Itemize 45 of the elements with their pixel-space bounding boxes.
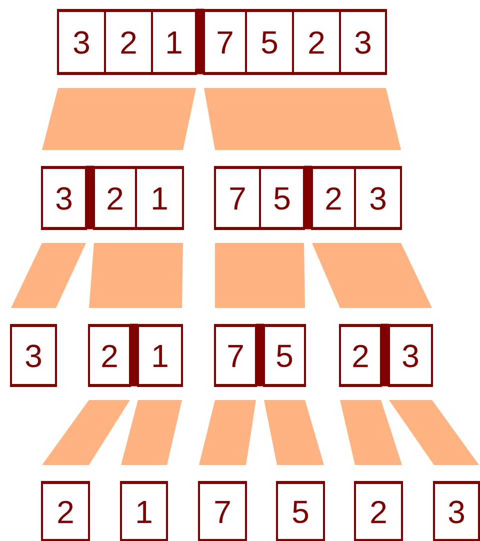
split-band: [42, 88, 196, 150]
number-cell: 2: [311, 167, 356, 230]
split-band: [389, 400, 479, 465]
number-cell: 2: [339, 325, 382, 387]
split-band: [199, 400, 256, 465]
number-cell: 5: [259, 167, 305, 230]
number-cell: 3: [354, 167, 402, 230]
split-band: [340, 400, 402, 465]
number-cell: 5: [276, 482, 325, 541]
array-box: [214, 324, 306, 386]
number-cell: 2: [41, 482, 90, 541]
number-cell: 2: [354, 482, 403, 541]
number-cell: 1: [135, 167, 184, 230]
number-cell: 1: [151, 10, 197, 75]
split-band: [89, 243, 183, 308]
number-cell: 7: [214, 325, 257, 387]
number-cell: 7: [198, 482, 247, 541]
split-band: [11, 243, 86, 308]
number-cell: 2: [292, 10, 341, 75]
number-cell: 3: [57, 10, 106, 75]
split-band: [204, 88, 401, 150]
number-cell: 7: [203, 10, 247, 75]
number-cell: 2: [88, 325, 131, 387]
array-box: [88, 324, 183, 386]
number-cell: 5: [245, 10, 294, 75]
number-cell: 1: [137, 325, 183, 387]
number-cell: 3: [433, 482, 480, 541]
split-band: [42, 400, 130, 465]
array-box: [214, 166, 402, 229]
array-box: [57, 9, 387, 74]
split-band: [312, 243, 432, 308]
array-box: [339, 324, 433, 386]
number-cell: 3: [41, 167, 87, 230]
number-cell: 2: [104, 10, 153, 75]
number-cell: 3: [339, 10, 387, 75]
number-cell: 5: [263, 325, 306, 387]
array-box: [41, 166, 184, 229]
split-band: [121, 400, 182, 465]
number-cell: 7: [214, 167, 261, 230]
number-cell: 1: [120, 482, 168, 541]
number-cell: 2: [93, 167, 137, 230]
split-band: [215, 243, 305, 308]
split-band: [264, 400, 324, 465]
number-cell: 3: [10, 325, 57, 387]
number-cell: 3: [388, 325, 433, 387]
